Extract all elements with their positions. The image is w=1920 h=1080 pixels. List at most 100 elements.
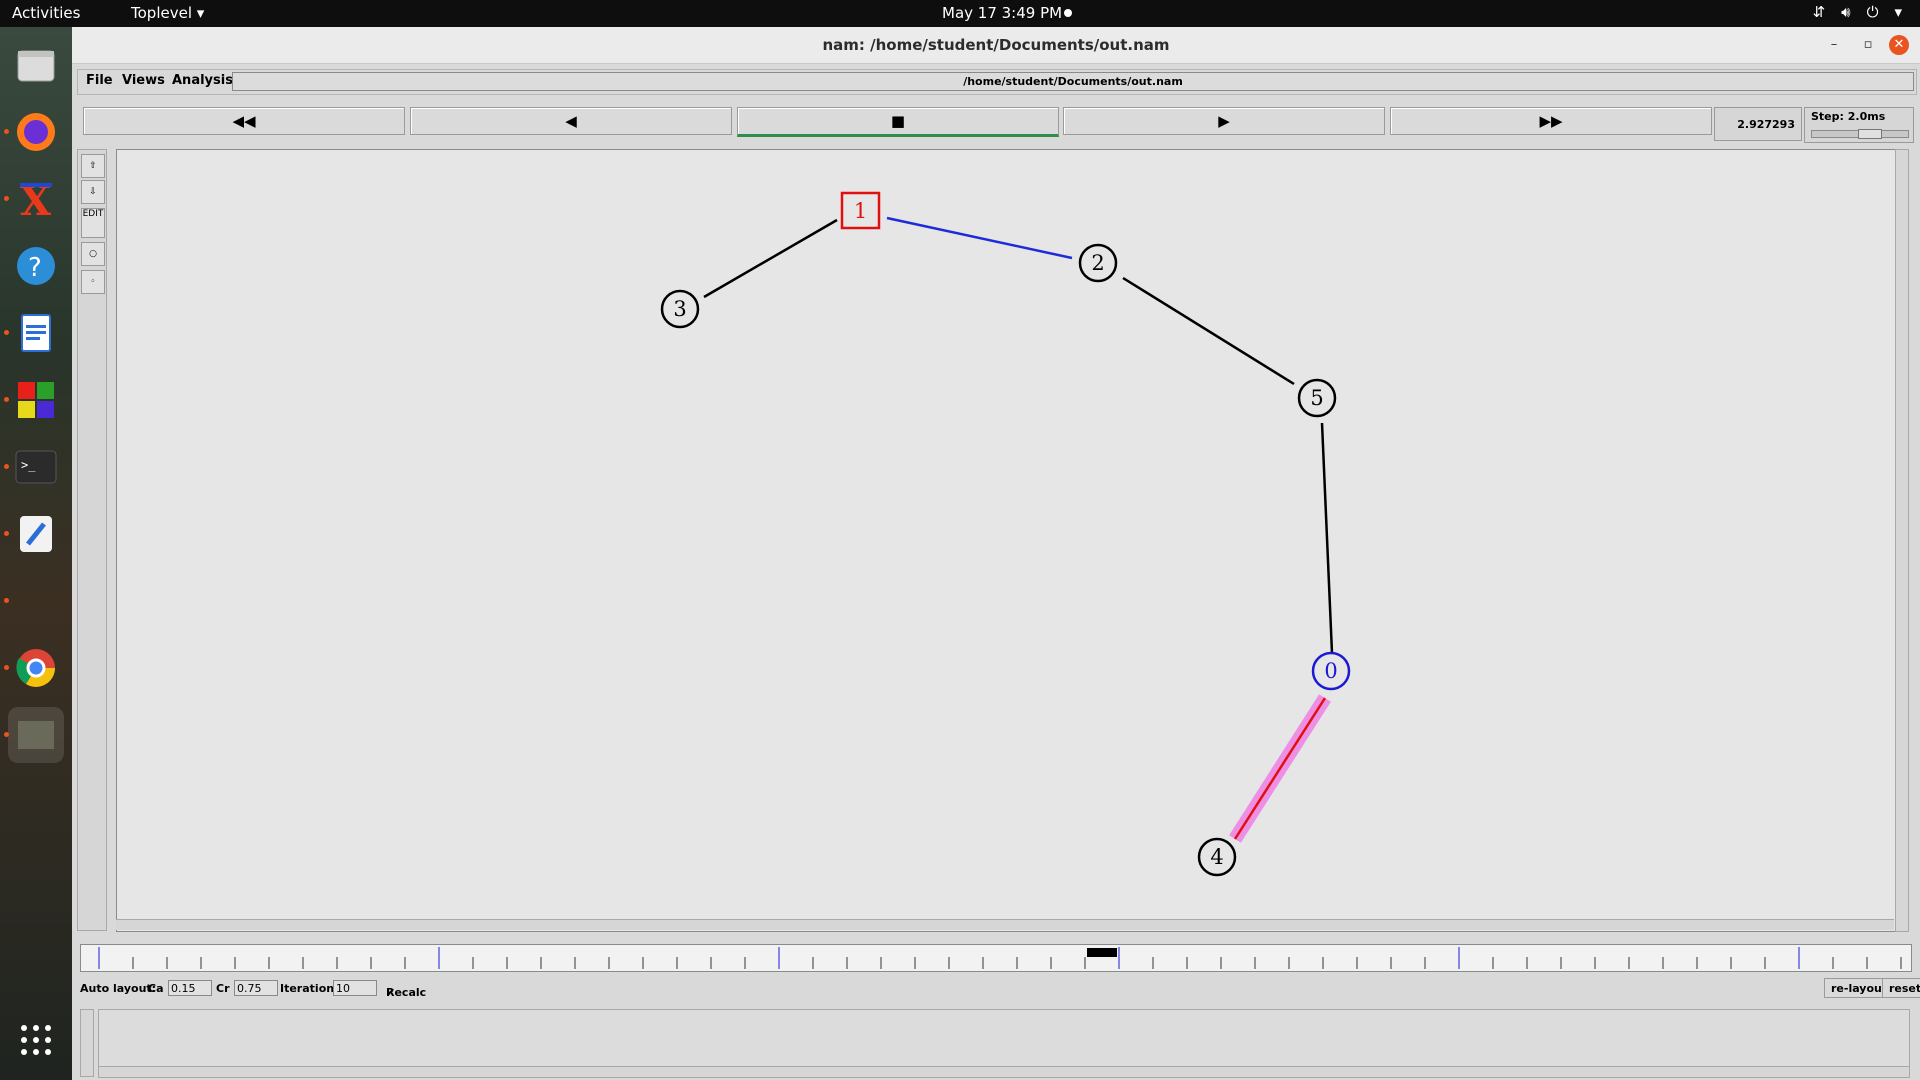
step-slider[interactable] bbox=[1811, 129, 1909, 139]
edit-tool-button[interactable]: EDIT bbox=[81, 208, 105, 238]
node-3: 3 bbox=[660, 289, 700, 329]
writer-app[interactable] bbox=[4, 305, 64, 361]
step-control: Step: 2.0ms bbox=[1804, 107, 1914, 143]
running-indicator bbox=[4, 732, 9, 737]
ca-label: Ca bbox=[148, 982, 164, 995]
link-0-4 bbox=[1233, 697, 1327, 840]
app-menu[interactable]: Toplevel ▾ bbox=[131, 4, 204, 22]
help-app[interactable]: ? bbox=[8, 238, 64, 294]
node-4: 4 bbox=[1197, 837, 1237, 877]
running-indicator bbox=[4, 464, 9, 469]
time-display: 2.927293 bbox=[1714, 107, 1802, 141]
auto-layout-label: Auto layout: bbox=[80, 982, 157, 995]
running-indicator bbox=[4, 196, 9, 201]
fast-forward-button[interactable]: ▶▶ bbox=[1390, 107, 1712, 135]
small-circle-icon[interactable]: ◦ bbox=[81, 270, 105, 294]
color-blocks-icon bbox=[18, 382, 54, 418]
file-path-display: /home/student/Documents/out.nam bbox=[232, 72, 1914, 91]
power-icon: ⏻ bbox=[1866, 3, 1879, 21]
volume-icon: 🔊︎ bbox=[1841, 3, 1851, 21]
network-icon: ⇵ bbox=[1812, 3, 1826, 21]
step-back-button[interactable]: ◀ bbox=[410, 107, 732, 135]
node-circle-icon[interactable]: ○ bbox=[81, 242, 105, 266]
node-4-label: 4 bbox=[1210, 845, 1223, 869]
annotation-vertical-scrollbar[interactable] bbox=[80, 1009, 94, 1077]
node-5-label: 5 bbox=[1310, 386, 1323, 410]
relayout-button[interactable]: re-layout bbox=[1824, 978, 1895, 998]
step-label: Step: 2.0ms bbox=[1811, 110, 1886, 123]
play-button[interactable]: ▶ bbox=[1063, 107, 1385, 135]
ca-input[interactable] bbox=[168, 980, 212, 996]
timeline-ticks bbox=[98, 947, 1902, 969]
canvas-horizontal-scrollbar[interactable] bbox=[116, 919, 1894, 930]
grid-icon bbox=[21, 1025, 51, 1055]
pencil-icon bbox=[20, 516, 52, 552]
node-3-label: 3 bbox=[673, 297, 686, 321]
window-title: nam: /home/student/Documents/out.nam bbox=[822, 36, 1170, 54]
menu-analysis[interactable]: Analysis bbox=[172, 73, 233, 88]
activities-button[interactable]: Activities bbox=[12, 4, 81, 22]
canvas-vertical-scrollbar[interactable] bbox=[1895, 149, 1909, 932]
menu-bar: File Views Analysis /home/student/Docume… bbox=[77, 69, 1917, 95]
nam-window: nam: /home/student/Documents/out.nam – ▫… bbox=[72, 27, 1920, 1080]
link-1-2 bbox=[886, 216, 1073, 260]
annotation-horizontal-scrollbar[interactable] bbox=[98, 1066, 1910, 1078]
x-logo-icon: X bbox=[20, 178, 52, 221]
terminal-app[interactable]: >_ bbox=[4, 439, 64, 495]
cr-input[interactable] bbox=[234, 980, 278, 996]
running-indicator bbox=[4, 531, 9, 536]
close-button[interactable]: ✕ bbox=[1889, 35, 1909, 55]
node-0: 0 bbox=[1311, 651, 1351, 691]
node-2: 2 bbox=[1078, 243, 1118, 283]
chrome-icon bbox=[16, 649, 55, 687]
stop-button[interactable]: ■ bbox=[737, 107, 1059, 137]
running-indicator bbox=[4, 129, 9, 134]
node-5: 5 bbox=[1297, 378, 1337, 418]
system-tray[interactable]: ⇵ 🔊︎ ⏻ ▾ bbox=[1813, 3, 1902, 21]
clock[interactable]: May 17 3:49 PM bbox=[942, 4, 1063, 22]
step-slider-thumb[interactable] bbox=[1858, 129, 1882, 139]
firefox-app[interactable] bbox=[4, 104, 64, 160]
timeline-marker-icon bbox=[1087, 948, 1117, 957]
layout-controls: Auto layout: Ca Cr Iterations ✔Recalc re… bbox=[80, 978, 1920, 1002]
nam-window-icon bbox=[18, 721, 54, 749]
chevron-down-icon: ▾ bbox=[1894, 3, 1902, 21]
nam-app[interactable] bbox=[4, 707, 64, 763]
minimize-button[interactable]: – bbox=[1830, 37, 1838, 52]
notification-dot bbox=[1064, 9, 1072, 17]
svg-text:?: ? bbox=[28, 253, 42, 283]
rewind-button[interactable]: ◀◀ bbox=[83, 107, 405, 135]
cr-label: Cr bbox=[216, 982, 230, 995]
help-icon: ? bbox=[17, 247, 55, 285]
folder-icon bbox=[17, 50, 55, 82]
menu-views[interactable]: Views bbox=[122, 73, 165, 88]
annotation-text-area[interactable] bbox=[98, 1009, 1910, 1067]
annotation-pane bbox=[80, 1009, 1910, 1078]
running-indicator bbox=[4, 330, 9, 335]
link-5-0 bbox=[1320, 422, 1334, 654]
link-1-3 bbox=[703, 218, 838, 299]
node-1: 1 bbox=[840, 191, 881, 230]
app-menu-label: Toplevel bbox=[131, 4, 192, 22]
chevron-down-icon: ▾ bbox=[196, 4, 205, 22]
zoom-in-icon[interactable]: ⇧ bbox=[81, 154, 105, 178]
network-canvas[interactable]: 1 2 3 5 0 4 bbox=[116, 149, 1896, 932]
firefox-icon bbox=[17, 113, 55, 151]
menu-file[interactable]: File bbox=[86, 73, 113, 88]
chrome-app[interactable] bbox=[4, 640, 64, 696]
show-apps-button[interactable] bbox=[8, 1012, 64, 1068]
window-titlebar[interactable]: nam: /home/student/Documents/out.nam – ▫… bbox=[72, 27, 1920, 64]
document-icon bbox=[21, 314, 51, 352]
node-1-label: 1 bbox=[854, 199, 867, 223]
zoom-out-icon[interactable]: ⇩ bbox=[81, 180, 105, 204]
text-editor-app[interactable] bbox=[4, 506, 64, 562]
maximize-button[interactable]: ▫ bbox=[1863, 37, 1873, 52]
link-2-5 bbox=[1122, 276, 1295, 386]
iterations-label: Iterations bbox=[280, 982, 341, 995]
timeline-slider[interactable] bbox=[80, 944, 1912, 972]
reset-button[interactable]: reset bbox=[1882, 978, 1920, 998]
files-app[interactable] bbox=[8, 37, 64, 93]
xmind-app[interactable]: X bbox=[4, 171, 64, 227]
iterations-input[interactable] bbox=[333, 980, 377, 996]
apps-grid-app[interactable] bbox=[4, 372, 64, 428]
